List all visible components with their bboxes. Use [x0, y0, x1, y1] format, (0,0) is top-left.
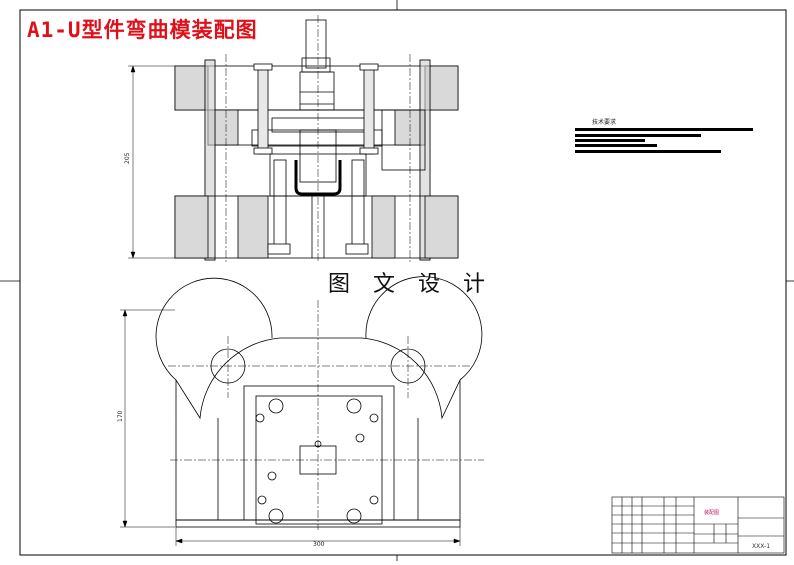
- plan-width-label: 300: [313, 541, 325, 548]
- front-centerlines: [225, 15, 411, 262]
- sheet-border: [19, 9, 787, 556]
- watermark-text: 图 文 设 计: [328, 272, 493, 297]
- plan-dimensions: [120, 309, 461, 546]
- title-block-part-name: 装配图: [704, 509, 719, 516]
- plan-height-label: 170: [117, 410, 124, 422]
- title-block-drawing-code: XXX-1: [752, 543, 770, 550]
- tech-req-heading: 技术要求: [592, 118, 616, 126]
- front-height-dimension: [128, 65, 175, 259]
- plan-centerlines: [168, 300, 484, 530]
- tech-req-lines: [575, 128, 753, 153]
- drawing-title: A1-U型件弯曲模装配图: [27, 18, 258, 42]
- front-height-label: 205: [124, 152, 131, 164]
- title-block: [611, 496, 785, 554]
- front-view: [174, 19, 459, 261]
- plan-view: [155, 276, 483, 528]
